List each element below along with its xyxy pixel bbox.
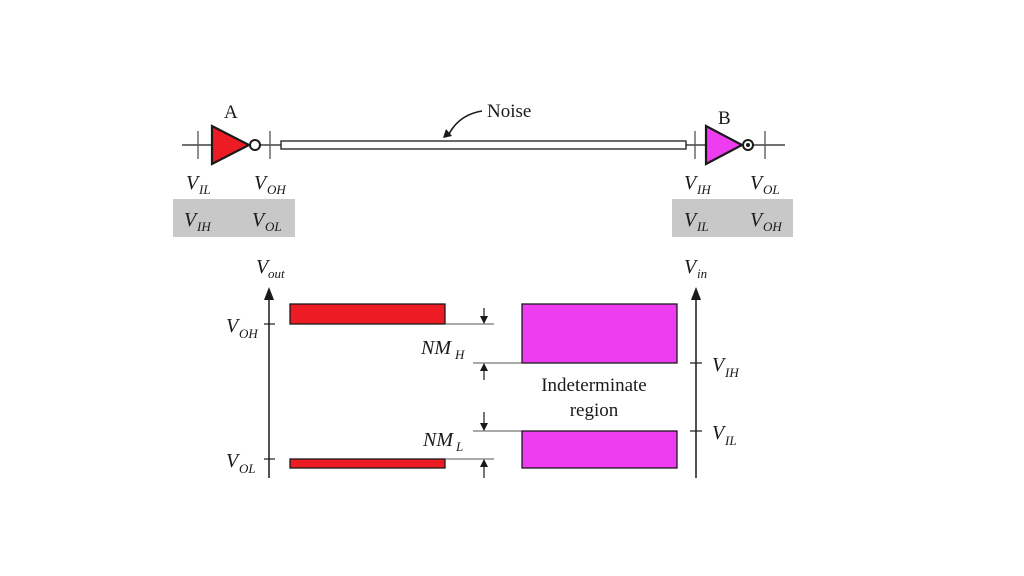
vin-tick-vih-sub: IH [724, 365, 739, 380]
gate-a-bubble-icon [249, 139, 261, 151]
gate-b-bubble-dot-icon [746, 143, 750, 147]
vout-axis-arrow-icon [264, 287, 274, 300]
gate-b-input-label-sub: IH [696, 182, 711, 197]
gate-b-alt-input-main: V [684, 209, 699, 231]
gate-b-triangle-icon [704, 124, 745, 166]
gate-a-label: A [224, 102, 238, 123]
gate-a-output-label-main: V [254, 172, 269, 194]
gate-b-alt-output-sub: OH [763, 219, 782, 234]
vin-axis-arrow-icon [691, 287, 701, 300]
gate-chain: A Noise B [182, 101, 785, 166]
vin-axis-title-sub: in [697, 266, 707, 281]
output-high-range-bar [289, 303, 446, 325]
indeterminate-label-line1: Indeterminate [541, 375, 647, 396]
gate-a-terminal-labels: V IL V OH V IH V OL [173, 172, 295, 237]
nml-label-main: NM [422, 429, 454, 451]
vout-tick-voh-main: V [226, 315, 241, 337]
gate-a-alt-output-main: V [252, 209, 267, 231]
gate-b-terminal-labels: V IH V OL V IL V OH [672, 172, 793, 237]
noise-margin-low: NM L [422, 412, 522, 478]
nml-down-arrow-icon [480, 423, 488, 431]
gate-b-input-label-main: V [684, 172, 699, 194]
nmh-label-sub: H [454, 347, 465, 362]
vout-axis-title-main: V [256, 256, 271, 278]
gate-a-alt-output-sub: OL [265, 219, 282, 234]
gate-a-alt-input-sub: IH [196, 219, 211, 234]
noise-margin-high: NM H [420, 308, 522, 380]
vin-tick-vil-sub: IL [724, 433, 737, 448]
noise-arrowhead-icon [443, 129, 452, 138]
vin-axis-title-main: V [684, 256, 699, 278]
gate-a-output-label-sub: OH [267, 182, 286, 197]
nml-label-sub: L [455, 439, 463, 454]
gate-a-alt-input-main: V [184, 209, 199, 231]
nmh-up-arrow-icon [480, 363, 488, 371]
gate-b-alt-output-main: V [750, 209, 765, 231]
gate-a-triangle-icon [210, 124, 252, 166]
vout-axis: V out V OH V OL [226, 256, 285, 478]
gate-b-output-label-sub: OL [763, 182, 780, 197]
noise-label: Noise [487, 101, 531, 122]
output-low-range-bar [289, 458, 446, 469]
noise-arrow-icon [447, 110, 483, 137]
gate-b-alt-input-sub: IL [696, 219, 709, 234]
input-high-range-box [521, 303, 678, 364]
indeterminate-label-line2: region [570, 400, 619, 421]
vin-tick-vil-main: V [712, 422, 727, 444]
vout-axis-title-sub: out [268, 266, 285, 281]
vout-tick-vol-sub: OL [239, 461, 256, 476]
vin-axis: V in V IH V IL [684, 256, 739, 478]
wire [280, 140, 687, 150]
gate-a-alt-levels-box [173, 199, 295, 237]
vout-tick-vol-main: V [226, 450, 241, 472]
vout-tick-voh-sub: OH [239, 326, 258, 341]
gate-a-input-label-sub: IL [198, 182, 211, 197]
gate-a-input-label-main: V [186, 172, 201, 194]
input-low-range-box [521, 430, 678, 469]
gate-b-output-label-main: V [750, 172, 765, 194]
gate-b-alt-levels-box [672, 199, 793, 237]
nmh-down-arrow-icon [480, 316, 488, 324]
nml-up-arrow-icon [480, 459, 488, 467]
nmh-label-main: NM [420, 337, 452, 359]
vin-tick-vih-main: V [712, 354, 727, 376]
gate-b-label: B [718, 108, 731, 129]
